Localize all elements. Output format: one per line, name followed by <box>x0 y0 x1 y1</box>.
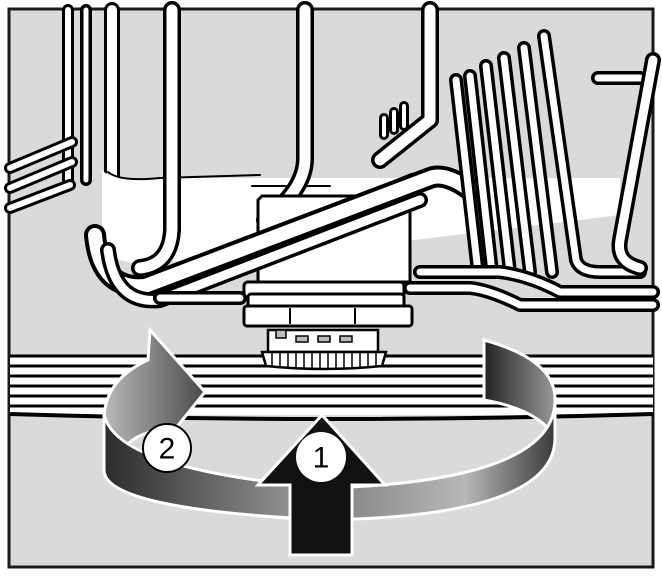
lower-basket <box>4 1 661 328</box>
plate-tines <box>371 1 661 279</box>
step-2-marker: 2 <box>142 423 192 473</box>
step-1-label: 1 <box>313 442 330 475</box>
rotate-clockwise-arrow: 2 <box>102 326 557 522</box>
step-2-label: 2 <box>159 433 176 466</box>
step-1-marker: 1 <box>296 432 346 482</box>
push-up-arrow: 1 <box>254 412 389 557</box>
